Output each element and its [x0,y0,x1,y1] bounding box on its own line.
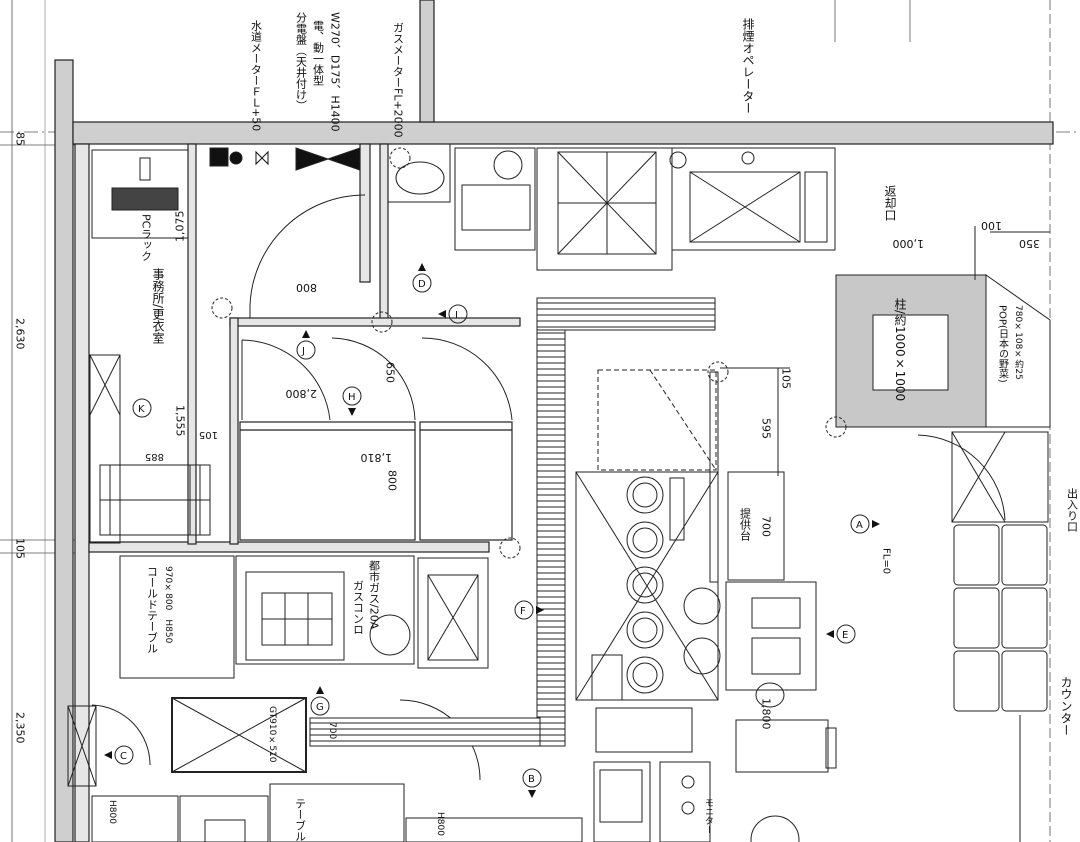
gas-stove-label-2: 都市ガス/20A [368,560,381,630]
dim-105-right: 105 [780,368,793,389]
svg-text:J: J [301,346,305,357]
exhaust-operator-label: 排煙オペレーター [741,18,755,114]
section-markers: A B C D E F G H I J K [104,263,880,798]
marker-h: H [342,386,362,416]
office-locker-label: 事務所/更衣室 [151,268,165,344]
svg-text:I: I [455,310,458,321]
dim-1810: 1,810 [361,451,393,464]
serving-table-label: 提供台 [739,508,752,541]
cold-table-label-1: コールドテーブル [146,566,159,654]
entrance-label: 出入り口 [1066,487,1079,532]
cold-table-label-2: 970×800 H850 [163,566,173,644]
dim-1800: 1,800 [760,698,773,730]
counter-label: カウンター [1059,676,1073,736]
office-partitions [187,143,521,545]
table-h800-label-b: H800 [435,812,445,836]
dim-1075: 1,075 [174,211,187,243]
dim-1000: 1,000 [893,237,925,250]
water-meter-label: 水道メーターＦＬ+50 [250,20,263,132]
gas-stove-label-1: ガスコンロ [352,580,365,635]
marker-a: A [850,514,880,534]
equipment [67,143,1051,842]
marker-j: J [296,330,316,360]
vertical-labels: 水道メーターＦＬ+50 分電盤（天井付け） 電、動一体型 W270、D175、H… [107,12,1079,842]
marker-f: F [514,600,544,620]
marker-g: G [310,686,330,716]
dim-700-serve: 700 [760,516,773,537]
pop-label-1: POP(日本の野菜) [997,305,1009,383]
dim-350: 350 [1019,237,1040,250]
marker-d: D [412,263,432,293]
dim-800-mid: 800 [386,470,399,491]
table-h800-label: H800 [107,800,117,824]
pc-rack-label: PCラック [140,214,153,261]
dim-105-small: 105 [199,429,218,440]
svg-text:H: H [348,392,356,403]
marker-c: C [104,745,134,765]
dim-100: 100 [981,219,1002,232]
svg-text:A: A [856,520,863,531]
dim-2350: 2,350 [14,712,27,744]
return-opening-label: 返却口 [883,185,897,221]
fl-label: FL=0 [881,548,892,574]
dim-595: 595 [760,418,773,439]
monitor-label: モニター [703,798,714,834]
marker-i: I [438,304,468,324]
dim-885: 885 [145,451,164,462]
svg-text:G: G [316,702,324,713]
panel-label-3: W270、D175、H1400 [329,12,342,132]
panel-label-1: 分電盤（天井付け） [295,12,308,111]
svg-text:D: D [418,279,426,290]
svg-text:F: F [520,606,526,617]
marker-e: E [826,624,856,644]
column-markers [211,147,847,559]
water-valve [209,147,269,167]
dim-2630: 2,630 [14,318,27,350]
svg-text:K: K [138,404,145,415]
pillar-label: 柱/約1000×1000 [893,297,907,402]
pop-label-2: 780×108×約25 [1013,305,1024,380]
dim-85: 85 [14,132,27,146]
grease-trap-label: GT910×510 [267,706,277,763]
svg-text:E: E [842,630,848,641]
dim-1555: 1,555 [174,405,187,437]
gas-valve [295,147,361,171]
dimension-labels: 85 2,630 105 2,350 1,075 1,555 105 885 8… [14,132,1041,744]
marker-b: B [522,768,542,798]
svg-text:C: C [120,751,127,762]
marker-k: K [132,398,152,418]
dim-105-left: 105 [14,538,27,559]
svg-text:B: B [528,774,535,785]
walls [54,0,1054,842]
dim-800-top: 800 [296,281,317,294]
dim-650: 650 [384,362,397,383]
panel-label-2: 電、動一体型 [312,20,325,86]
gas-meter-label: ガスメーターFL+2000 [392,22,405,138]
dim-700-small: 700 [327,722,337,739]
table-label: テーブル [294,798,307,842]
dim-2800: 2,800 [286,387,318,400]
